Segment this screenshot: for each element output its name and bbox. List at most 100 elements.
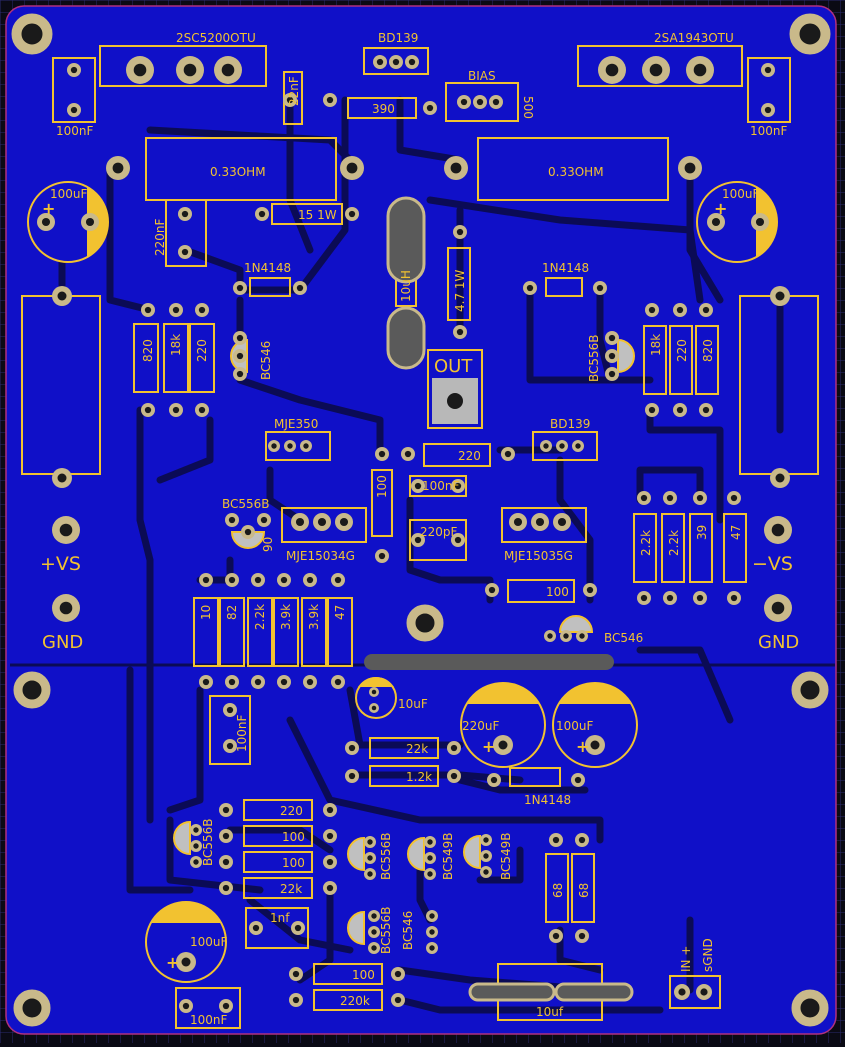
pad-hole [676, 406, 684, 414]
pad-hole [563, 633, 569, 639]
pad-hole [280, 678, 288, 686]
q-npn-label: 2SC5200OTU [176, 31, 256, 45]
vs-neg-label: −VS [752, 553, 793, 575]
pad-hole [590, 740, 600, 750]
bc546-b-label: BC546 [401, 911, 415, 950]
pad-hole [552, 836, 560, 844]
c1n-label: 1nf [270, 911, 290, 925]
pad-hole [394, 996, 402, 1004]
r220l-label: 220 [195, 339, 209, 362]
pads-group [37, 55, 792, 1013]
pad-hole [258, 210, 266, 218]
pad-hole [57, 473, 67, 483]
mje350-label: MJE350 [274, 417, 318, 431]
pad-hole [182, 1002, 190, 1010]
pad-hole [648, 306, 656, 314]
r3k9a-label: 3.9k [279, 604, 293, 630]
r10-label: 10 [199, 605, 213, 620]
pad-hole [334, 678, 342, 686]
pad-hole [236, 334, 244, 342]
pad-hole [181, 248, 189, 256]
pad-hole [236, 352, 244, 360]
pad-hole [488, 586, 496, 594]
pad-hole [348, 772, 356, 780]
pad-hole [222, 884, 230, 892]
r100b2-label: 100 [282, 856, 305, 870]
bc556b-mid-label: BC556B [222, 497, 270, 511]
sgnd-label: sGND [701, 938, 715, 972]
bd139-top-label: BD139 [378, 31, 418, 45]
pad-hole [678, 988, 686, 996]
mje15035-label: MJE15035G [504, 549, 573, 563]
pad-hole [535, 517, 545, 527]
svg-text:+: + [576, 737, 589, 756]
pad-hole [427, 871, 433, 877]
pad-hole [202, 576, 210, 584]
r22k-bot-label: 22k [406, 742, 428, 756]
pad-hole [254, 678, 262, 686]
pad-hole [483, 837, 489, 843]
pad-hole [429, 913, 435, 919]
pad-hole [427, 839, 433, 845]
pad-hole [483, 853, 489, 859]
pad-hole [292, 970, 300, 978]
pad-hole [295, 517, 305, 527]
pad-hole [326, 832, 334, 840]
pad-hole [771, 523, 785, 537]
bc556b-b1-label: BC556B [201, 818, 215, 866]
r47r-label: 47 [729, 525, 743, 540]
pad-hole [676, 306, 684, 314]
pad-hole [454, 482, 462, 490]
r2k2-label: 2.2k [253, 604, 267, 630]
pad-hole [296, 284, 304, 292]
pad-hole [221, 63, 235, 77]
pad-hole [414, 536, 422, 544]
pad-hole [59, 601, 73, 615]
pad-hole [144, 306, 152, 314]
bd139-mid-label: BD139 [550, 417, 590, 431]
pad-hole [326, 884, 334, 892]
r18kl-label: 18k [169, 334, 183, 356]
pad-hole [504, 450, 512, 458]
pad-hole [775, 291, 785, 301]
pad-hole [608, 370, 616, 378]
pad-hole [429, 945, 435, 951]
pad-hole [326, 858, 334, 866]
pad-hole [575, 443, 581, 449]
c100n-mid-label: 100nF [422, 479, 460, 493]
pad-hole [666, 594, 674, 602]
c220p-label: 220pF [420, 525, 458, 539]
pad-hole [183, 63, 197, 77]
bias-label: BIAS [468, 69, 496, 83]
pad-hole [306, 678, 314, 686]
r220r-label: 220 [675, 339, 689, 362]
pad-hole [414, 482, 422, 490]
pad-hole [348, 744, 356, 752]
pad-hole [775, 473, 785, 483]
pad-hole [394, 970, 402, 978]
pad-hole [552, 932, 560, 940]
c100n-tl-label: 100nF [56, 124, 94, 138]
in-label: IN + [679, 946, 693, 972]
r47l-label: 47 [333, 605, 347, 620]
pad-hole [605, 63, 619, 77]
pad-hole [181, 210, 189, 218]
pad-hole [460, 98, 468, 106]
r100-v-label: 100 [375, 475, 389, 498]
bc556b-b3-label: BC556B [379, 906, 393, 954]
pad-hole [326, 96, 334, 104]
pad-hole [578, 932, 586, 940]
pad-hole [226, 706, 234, 714]
pad-hole [348, 210, 356, 218]
gnd-r-label: GND [758, 632, 799, 653]
pad-hole [764, 66, 772, 74]
l10u-label: 10uH [399, 270, 413, 302]
pad-hole [59, 523, 73, 537]
pad-hole [280, 576, 288, 584]
pad-hole [586, 586, 594, 594]
vs-pos-label: +VS [40, 553, 81, 575]
r22k-a-label: 2.2k [639, 530, 653, 556]
pad-hole [771, 601, 785, 615]
